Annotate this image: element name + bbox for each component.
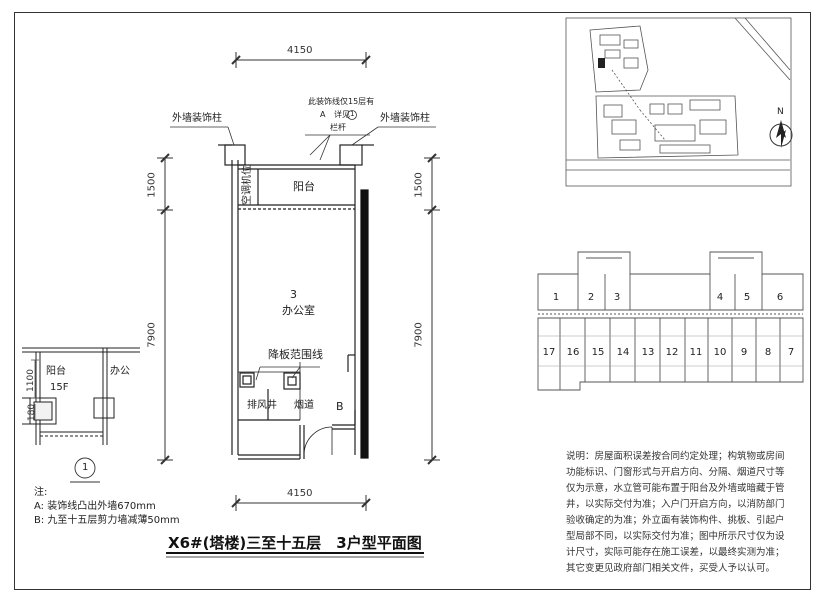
key-unit-10: 10: [713, 347, 727, 358]
label-flue: 烟道: [294, 400, 314, 411]
callout-line2-a: A: [320, 110, 326, 119]
note-a: A: 装饰线凸出外墙670mm: [34, 501, 156, 512]
dim-right-upper: 1500: [413, 172, 425, 198]
room-balcony: 阳台: [293, 180, 315, 193]
notes-heading: 注:: [34, 487, 48, 498]
key-unit-11: 11: [689, 347, 703, 358]
detail-ref-number: 1: [82, 462, 89, 473]
key-unit-14: 14: [616, 347, 630, 358]
key-unit-16: 16: [566, 347, 580, 358]
dim-right-lower: 7900: [413, 322, 425, 348]
callout-line1: 此装饰线仅15层有: [308, 97, 375, 106]
callout-railing: 栏杆: [330, 123, 346, 132]
dim-bottom: 4150: [287, 488, 313, 499]
drawing-title: X6#(塔楼)三至十五层 3户型平面图: [168, 534, 422, 552]
dim-left-upper: 1500: [146, 172, 158, 198]
key-unit-1: 1: [552, 292, 560, 303]
detail-dim-1100: 1100: [25, 369, 36, 392]
compass-label: N: [777, 107, 784, 117]
north-arrow-icon: [769, 120, 793, 148]
room-number: 3: [290, 288, 297, 301]
detail-office: 办公: [110, 366, 130, 377]
key-unit-7: 7: [787, 347, 795, 358]
key-unit-9: 9: [740, 347, 748, 358]
description-text: 说明：房屋面积误差按合同约定处理；构筑物或房间功能标识、门窗形式与开启方向、分隔…: [566, 451, 785, 574]
callout-ref-number: 1: [350, 110, 355, 118]
detail-floor: 15F: [50, 382, 69, 393]
room-office: 办公室: [282, 304, 315, 317]
key-unit-2: 2: [587, 292, 595, 303]
detail-balcony: 阳台: [46, 366, 66, 377]
detail-dim-180: 180: [27, 403, 38, 422]
label-ac-position: 空调机位: [242, 165, 253, 205]
key-unit-6: 6: [776, 292, 784, 303]
key-unit-3: 3: [613, 292, 621, 303]
key-unit-15: 15: [591, 347, 605, 358]
callout-line2-ref: 详见: [334, 110, 350, 119]
drawing-sheet-border: [14, 12, 811, 590]
label-lowered-ceiling: 降板范围线: [268, 348, 323, 361]
label-deco-column-right: 外墙装饰柱: [380, 113, 430, 124]
key-unit-13: 13: [641, 347, 655, 358]
key-unit-5: 5: [743, 292, 751, 303]
label-b: B: [336, 400, 344, 413]
dim-top: 4150: [287, 45, 313, 56]
key-unit-12: 12: [665, 347, 679, 358]
key-unit-4: 4: [716, 292, 724, 303]
label-exhaust-shaft: 排风井: [247, 400, 277, 411]
dim-left-lower: 7900: [146, 322, 158, 348]
note-b: B: 九至十五层剪力墙减薄50mm: [34, 515, 180, 526]
key-unit-17: 17: [542, 347, 556, 358]
label-deco-column-left: 外墙装饰柱: [172, 113, 222, 124]
key-unit-8: 8: [764, 347, 772, 358]
